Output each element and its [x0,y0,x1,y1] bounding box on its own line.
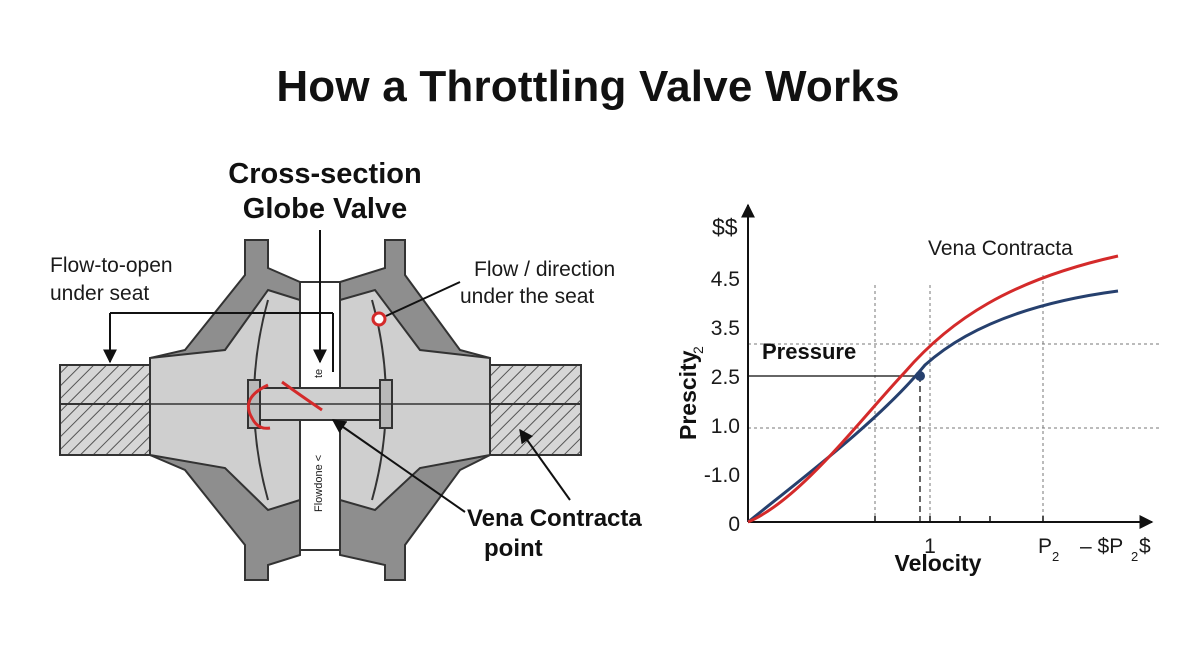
stem-text-vertical: Flowdone < [313,455,325,512]
pressure-velocity-chart [741,203,1160,529]
valve-cross-section: Flowdone < te [59,239,582,581]
flow-swirl-2 [281,380,323,412]
vena-contracta-chart-label: Vena Contracta [928,237,1073,260]
y-tick-label: 0 [728,513,740,536]
right-body-inner [339,288,491,512]
vena-label-line1: Vena Contracta [467,505,642,532]
valve-heading-line2: Globe Valve [243,193,407,225]
vena-label-line2: point [484,535,543,562]
y-tick-label: 3.5 [711,317,740,340]
left-label-line2: under seat [50,282,149,305]
x-axis-label: Velocity [895,550,982,576]
chart-gridlines [748,275,1160,522]
x-tick-p2-sub: 2 [1052,549,1059,564]
left-pipe [59,364,156,456]
x-tick-end-sub: 2 [1131,549,1138,564]
left-label-line1: Flow-to-open [50,254,173,277]
y-tick-label: 2.5 [711,366,740,389]
flow-swirl [247,383,271,430]
y-tick-label: 1.0 [711,415,740,438]
y-tick-label: -1.0 [704,464,740,487]
valve-pointers [103,230,571,513]
y-tick-label: 4.5 [711,268,740,291]
x-tick-p2: P [1038,535,1052,558]
y-axis-sub: 2 [690,346,706,354]
y-axis-label: Prescity [675,350,701,440]
intersection-marker [915,371,925,381]
right-label-line2: under the seat [460,285,594,308]
x-tick-1: 1 [924,535,936,558]
y-tick-labels: 4.5 3.5 2.5 1.0 -1.0 0 [704,268,740,536]
y-top-label: $$ [712,214,738,240]
x-tick-end-tail: $ [1139,535,1151,558]
stem-text-top: te [313,369,325,378]
right-pipe [487,364,582,456]
page-title: How a Throttling Valve Works [276,62,900,111]
right-label-line1: Flow / direction [474,258,615,281]
curve-blue [747,289,1119,524]
curve-red [747,254,1119,524]
x-tick-end: – $P [1080,535,1123,558]
pressure-label: Pressure [762,339,856,364]
flow-direction-marker [371,311,387,327]
valve-heading-line1: Cross-section [228,158,421,190]
